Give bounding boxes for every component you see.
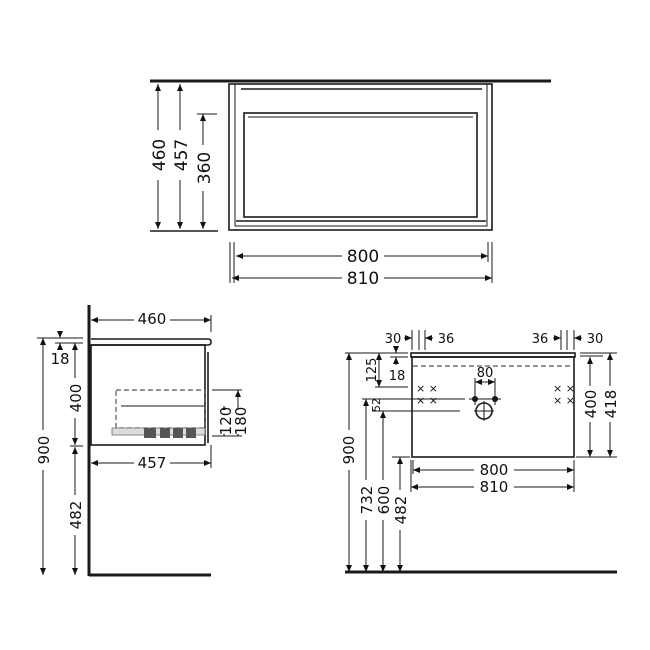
dim-36-right: 36 [532, 332, 549, 347]
dim-800: 800 [480, 461, 509, 479]
drawer-outline [243, 112, 478, 218]
dim-810: 810 [480, 478, 509, 496]
dim-36-left: 36 [438, 332, 455, 347]
dim-900: 900 [340, 436, 358, 465]
fixing-holes: × × × × × × × × [416, 382, 575, 407]
dim-120: 120 [217, 407, 235, 436]
dim-52: 52 [370, 398, 383, 412]
dim-30-left: 30 [385, 332, 402, 347]
dim-18: 18 [389, 369, 406, 384]
dim-80: 80 [477, 366, 494, 381]
countertop [91, 338, 212, 346]
dim-18: 18 [50, 350, 69, 368]
dim-125: 125 [365, 358, 380, 383]
dim-460: 460 [150, 139, 170, 171]
dim-732: 732 [358, 486, 376, 515]
dim-800: 800 [347, 247, 379, 267]
dim-400: 400 [67, 384, 85, 413]
dim-418: 418 [602, 390, 620, 419]
dim-482: 482 [67, 501, 85, 530]
side-view: 460 457 900 18 400 482 120 180 [34, 305, 250, 577]
svg-text:× ×: × × [416, 382, 438, 395]
dim-482: 482 [392, 496, 410, 525]
top-view: 460 457 360 800 810 [150, 79, 551, 289]
dim-900: 900 [35, 436, 53, 465]
dim-457: 457 [138, 454, 167, 472]
dim-30-right: 30 [587, 332, 604, 347]
dim-600: 600 [375, 486, 393, 515]
dim-457: 457 [172, 139, 192, 171]
dim-180: 180 [232, 407, 250, 436]
svg-text:× ×: × × [553, 382, 575, 395]
svg-text:× ×: × × [553, 394, 575, 407]
front-view: × × × × × × × × 80 30 36 [340, 330, 620, 574]
tap-holes [469, 393, 501, 421]
dim-810: 810 [347, 269, 379, 289]
cabinet-body [90, 344, 206, 446]
dim-400: 400 [582, 390, 600, 419]
dim-460: 460 [138, 310, 167, 328]
cabinet-body [411, 356, 575, 458]
svg-text:× ×: × × [416, 394, 438, 407]
cabinet-outline [228, 83, 493, 231]
dim-360: 360 [195, 152, 215, 184]
